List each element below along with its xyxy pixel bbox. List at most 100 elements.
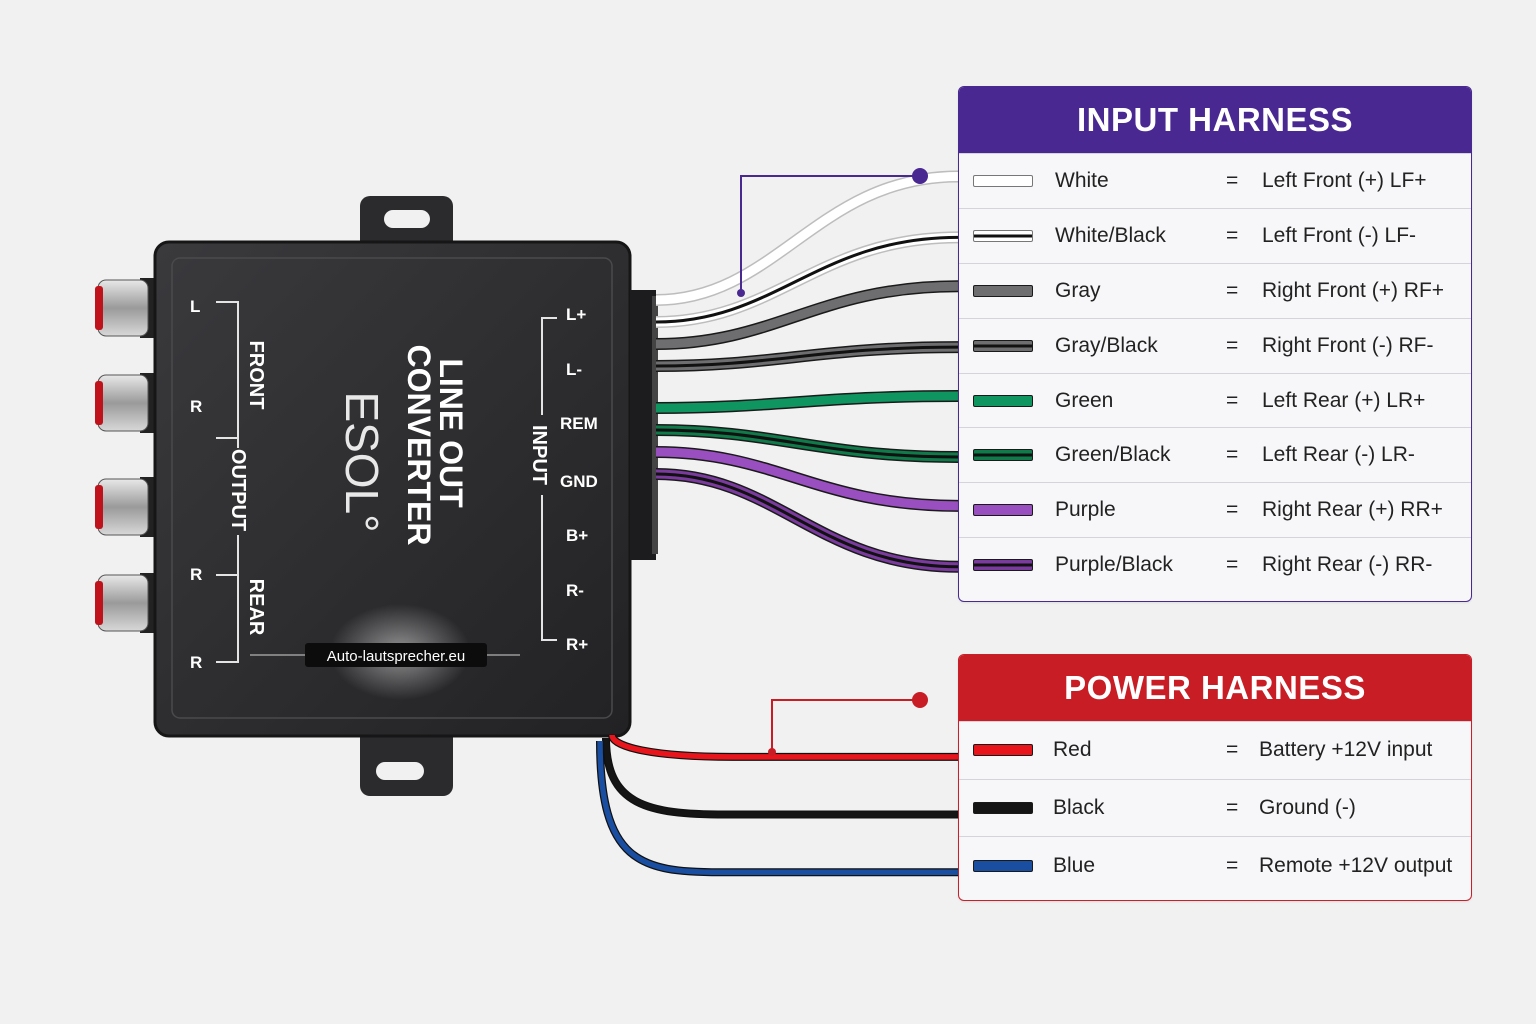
wire-color-name: Gray/Black: [1055, 333, 1158, 357]
wire-function: Remote +12V output: [1259, 853, 1453, 877]
input-pin-label: L+: [566, 305, 586, 324]
power-wire: [603, 737, 958, 818]
wire-swatch: [973, 174, 1033, 187]
wire-function: Left Rear (-) LR-: [1262, 443, 1415, 467]
wire-color-name: White/Black: [1055, 223, 1166, 247]
input_harness-row: Gray = Right Front (+) RF+: [959, 262, 1471, 318]
equals-sign: =: [1226, 738, 1239, 762]
wire-swatch: [973, 284, 1033, 297]
input-wire-stripe: [655, 428, 959, 459]
input-connector: [630, 290, 658, 560]
wire-color-name: Gray: [1055, 278, 1101, 302]
device-title-line2: CONVERTER: [401, 345, 437, 546]
power-harness-title: POWER HARNESS: [959, 655, 1471, 721]
power-callout: [768, 692, 928, 756]
output-pin-label: R: [190, 653, 202, 672]
input-pin-label: L-: [566, 360, 582, 379]
equals-sign: =: [1226, 796, 1239, 820]
output-pin-label: R: [190, 565, 202, 584]
wire-function: Left Front (+) LF+: [1262, 168, 1427, 192]
wire-function: Left Rear (+) LR+: [1262, 388, 1426, 412]
input_harness-row: Gray/Black = Right Front (-) RF-: [959, 317, 1471, 373]
watermark-text: Auto-lautsprecher.eu: [327, 648, 465, 665]
wire-function: Right Front (-) RF-: [1262, 333, 1434, 357]
equals-sign: =: [1226, 168, 1239, 192]
input-pin-label: B+: [566, 526, 588, 545]
equals-sign: =: [1226, 278, 1239, 302]
input-pin-label: R-: [566, 581, 584, 600]
wire-color-name: Blue: [1053, 853, 1096, 877]
input-wire: [655, 469, 959, 572]
input-wire: [655, 391, 959, 413]
input-wire: [655, 171, 959, 305]
input-wire: [655, 281, 959, 349]
wire-color-name: Red: [1053, 738, 1092, 762]
wire-swatch: [973, 802, 1033, 815]
equals-sign: =: [1226, 443, 1239, 467]
input-pin-label: R+: [566, 635, 588, 654]
mounting-tab-bottom: [360, 720, 453, 796]
rca-jack: [95, 373, 160, 433]
wire-swatch: [973, 504, 1033, 517]
output-label: OUTPUT: [227, 449, 249, 531]
output-pin-label: R: [190, 397, 202, 416]
equals-sign: =: [1226, 223, 1239, 247]
power-wire: [597, 740, 958, 875]
input_harness-row: Green = Left Rear (+) LR+: [959, 372, 1471, 428]
input-wire-stripe: [655, 472, 959, 569]
wire-swatch: [973, 449, 1033, 462]
wire-swatch: [973, 339, 1033, 352]
input_harness-row: White/Black = Left Front (-) LF-: [959, 207, 1471, 263]
wire-color-name: Purple: [1055, 498, 1116, 522]
output-bracket: [216, 301, 239, 663]
wire-function: Right Rear (-) RR-: [1262, 553, 1433, 577]
wire-color-name: Green: [1055, 388, 1114, 412]
equals-sign: =: [1226, 553, 1239, 577]
input-wire-stripe: [655, 235, 959, 324]
input-pin-label: REM: [560, 414, 598, 433]
wire-function: Left Front (-) LF-: [1262, 223, 1417, 247]
wires: [596, 170, 959, 877]
rca-jack: [95, 477, 160, 537]
rear-label: REAR: [245, 579, 267, 636]
power_harness-row: Red=Battery +12V input: [959, 721, 1471, 779]
input-wire: [655, 447, 959, 511]
input-callout: [737, 168, 928, 297]
front-label: FRONT: [245, 341, 267, 410]
rca-jack: [95, 573, 160, 633]
wire-swatch: [973, 744, 1033, 757]
wire-swatch: [973, 559, 1033, 572]
equals-sign: =: [1226, 333, 1239, 357]
wire-color-name: Black: [1053, 796, 1105, 820]
wire-color-name: Green/Black: [1055, 443, 1171, 467]
input_harness-row: Purple/Black = Right Rear (-) RR-: [959, 537, 1471, 592]
input_harness-row: Green/Black = Left Rear (-) LR-: [959, 427, 1471, 482]
converter-box: [153, 240, 632, 738]
watermark: Auto-lautsprecher.eu: [250, 604, 520, 700]
input-harness-table: INPUT HARNESS White=Left Front (+) LF+Wh…: [958, 86, 1472, 602]
wire-function: Right Rear (+) RR+: [1262, 498, 1443, 522]
wire-function: Right Front (+) RF+: [1262, 278, 1445, 302]
power_harness-row: Black = Ground (-): [959, 778, 1471, 837]
wire-color-name: Purple/Black: [1055, 553, 1173, 577]
input-harness-title: INPUT HARNESS: [959, 87, 1471, 153]
equals-sign: =: [1226, 853, 1239, 877]
input-wire-stripe: [655, 345, 959, 368]
input_harness-row: White = Left Front (+) LF+: [959, 153, 1471, 208]
wire-function: Ground (-): [1259, 796, 1356, 820]
wire-color-name: White: [1055, 168, 1109, 192]
wire-swatch: [973, 394, 1033, 407]
brand-logo: ESOL°: [336, 391, 388, 532]
equals-sign: =: [1226, 498, 1239, 522]
input-label: INPUT: [528, 425, 550, 485]
power_harness-row: Blue = Remote +12V output: [959, 836, 1471, 894]
rca-jacks: [95, 278, 160, 633]
wire-swatch: [973, 229, 1033, 242]
input_harness-row: Purple = Right Rear (+) RR+: [959, 482, 1471, 537]
input-pin-label: GND: [560, 472, 598, 491]
equals-sign: =: [1226, 388, 1239, 412]
wire-swatch: [973, 859, 1033, 872]
device-title-line1: LINE OUT: [433, 358, 469, 508]
